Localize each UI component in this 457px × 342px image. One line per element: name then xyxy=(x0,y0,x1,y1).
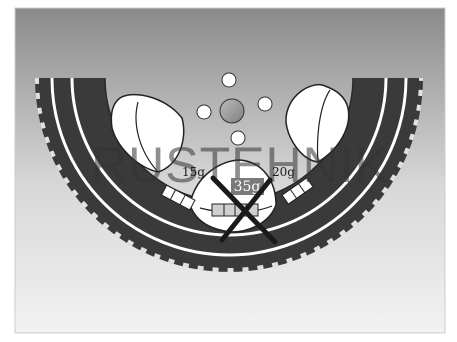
weight-label-center: 35g xyxy=(234,179,261,195)
weight-label-left: 15g xyxy=(182,165,205,179)
lug-hole-right xyxy=(258,97,272,111)
lug-hole-top xyxy=(222,73,236,87)
weight-label-right: 20g xyxy=(272,165,295,179)
center-hub xyxy=(220,99,244,123)
lug-hole-left xyxy=(197,105,211,119)
